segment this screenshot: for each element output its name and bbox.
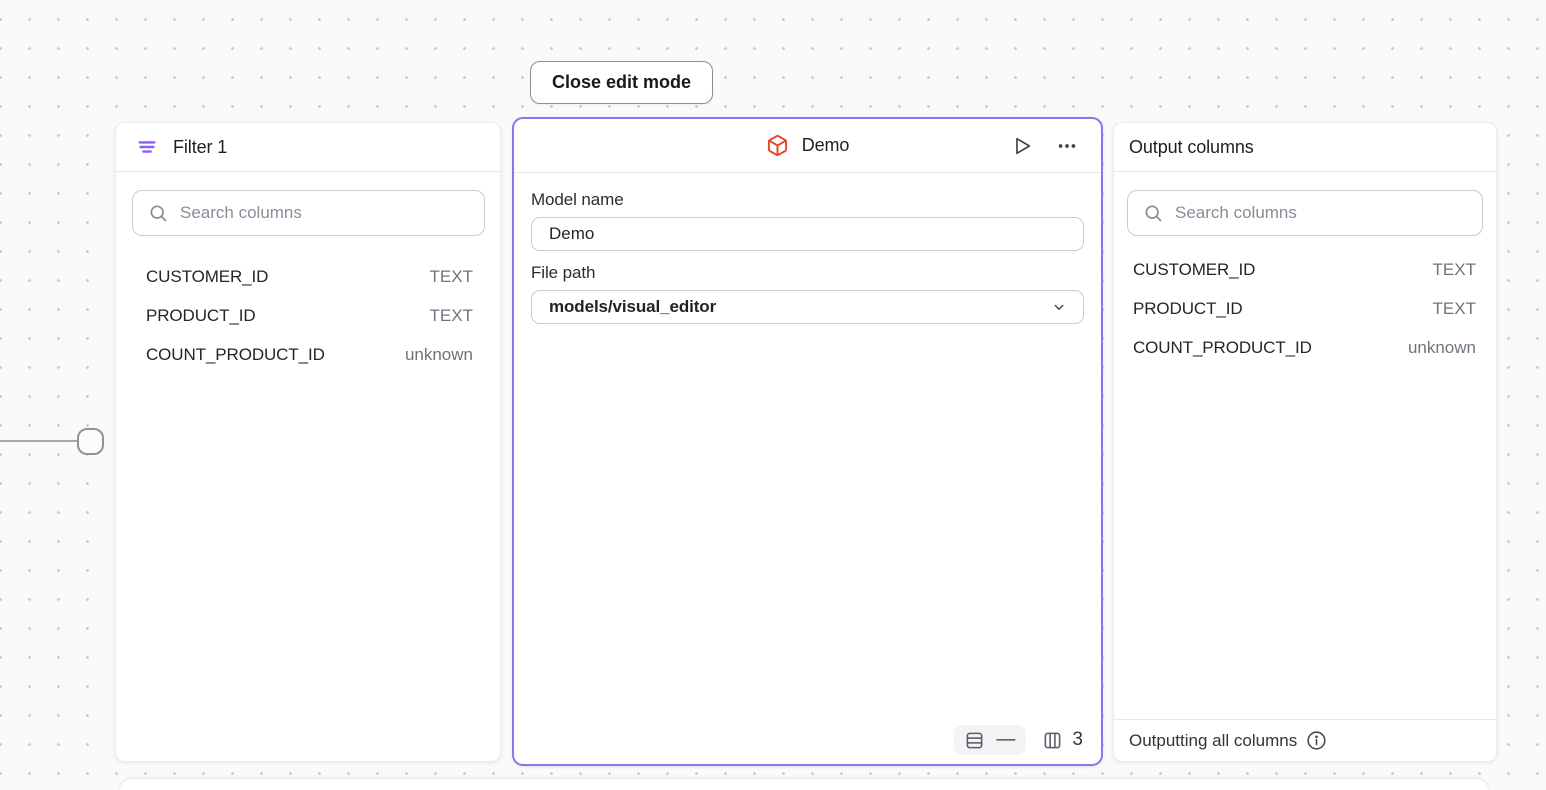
model-name-label: Model name	[531, 190, 624, 209]
output-footer-text: Outputting all columns	[1129, 730, 1298, 750]
search-input[interactable]	[180, 203, 469, 223]
file-path-label: File path	[531, 263, 596, 282]
panel-title: Filter 1	[173, 136, 228, 157]
file-path-value: models/visual_editor	[549, 297, 717, 316]
output-search-box	[1127, 190, 1483, 236]
run-button[interactable]	[1009, 133, 1035, 159]
column-type: TEXT	[429, 305, 473, 325]
row-count-value: —	[996, 729, 1016, 750]
column-row[interactable]: CUSTOMER_ID TEXT	[1133, 250, 1476, 289]
filter-column-list: CUSTOMER_ID TEXT PRODUCT_ID TEXT COUNT_P…	[116, 257, 500, 374]
column-name: PRODUCT_ID	[146, 305, 256, 325]
column-count-indicator[interactable]: 3	[1043, 729, 1083, 751]
column-name: PRODUCT_ID	[1133, 298, 1243, 318]
column-row[interactable]: CUSTOMER_ID TEXT	[146, 257, 473, 296]
table-rows-icon	[965, 731, 984, 750]
search-icon	[1143, 203, 1163, 223]
panel-title: Output columns	[1129, 136, 1254, 157]
column-type: unknown	[404, 344, 473, 364]
filter-panel-header[interactable]: Filter 1	[116, 123, 500, 172]
model-panel: Demo Mo	[512, 117, 1103, 766]
column-row[interactable]: PRODUCT_ID TEXT	[146, 296, 473, 335]
panel-title: Demo	[801, 135, 850, 155]
column-row[interactable]: COUNT_PRODUCT_ID unknown	[146, 335, 473, 374]
column-name: CUSTOMER_ID	[146, 266, 269, 286]
table-columns-icon	[1043, 731, 1062, 750]
results-panel[interactable]	[118, 778, 1490, 790]
filter-search-box	[132, 190, 485, 236]
column-type: unknown	[1407, 337, 1476, 357]
more-options-button[interactable]	[1054, 133, 1080, 159]
column-row[interactable]: PRODUCT_ID TEXT	[1133, 289, 1476, 328]
chevron-down-icon	[1050, 298, 1068, 316]
row-count-indicator[interactable]: —	[954, 725, 1027, 755]
filter-panel: Filter 1 CUSTOMER_ID TEXT PRODUCT_ID TEX…	[115, 122, 501, 762]
column-type: TEXT	[1432, 259, 1476, 279]
column-type: TEXT	[429, 266, 473, 286]
model-panel-header[interactable]: Demo	[514, 119, 1101, 173]
connector-line	[0, 440, 78, 442]
ellipsis-icon	[1056, 135, 1078, 157]
column-count-value: 3	[1072, 729, 1083, 750]
output-column-list: CUSTOMER_ID TEXT PRODUCT_ID TEXT COUNT_P…	[1114, 250, 1496, 367]
output-panel-header[interactable]: Output columns	[1114, 123, 1496, 172]
filter-icon	[136, 136, 158, 158]
column-name: CUSTOMER_ID	[1133, 259, 1256, 279]
connector-handle[interactable]	[77, 428, 104, 455]
column-name: COUNT_PRODUCT_ID	[146, 344, 325, 364]
column-type: TEXT	[1432, 298, 1476, 318]
search-input[interactable]	[1175, 203, 1467, 223]
file-path-select[interactable]: models/visual_editor	[531, 290, 1084, 324]
model-cube-icon	[766, 134, 789, 157]
info-icon[interactable]	[1306, 730, 1327, 751]
close-edit-mode-button[interactable]: Close edit mode	[530, 61, 714, 104]
play-icon	[1011, 135, 1033, 157]
column-row[interactable]: COUNT_PRODUCT_ID unknown	[1133, 328, 1476, 367]
column-name: COUNT_PRODUCT_ID	[1133, 337, 1312, 357]
output-footer: Outputting all columns	[1114, 719, 1496, 761]
model-name-field[interactable]	[531, 217, 1084, 251]
search-icon	[148, 203, 168, 223]
output-columns-panel: Output columns CUSTOMER_ID TEXT PRODUCT_…	[1113, 122, 1497, 762]
